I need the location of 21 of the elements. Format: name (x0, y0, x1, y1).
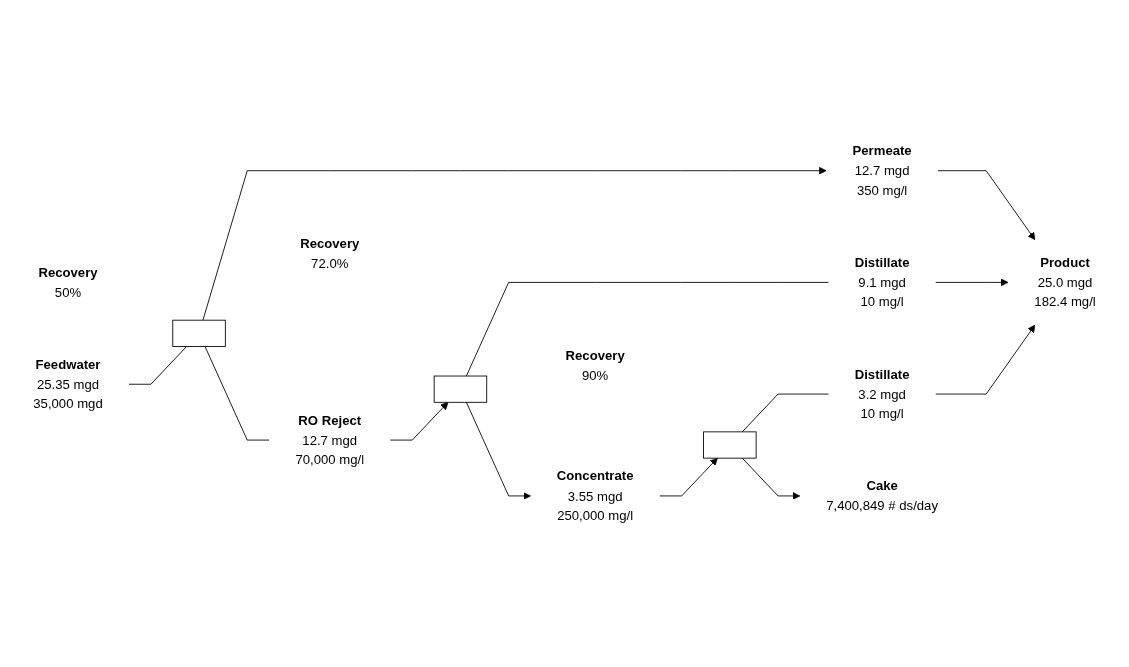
node-text: RO Reject 12.7 mgd 70,000 mg/l (295, 412, 365, 467)
connector (204, 346, 270, 441)
connector (741, 393, 829, 433)
node-text: Permeate 12.7 mgd 350 mg/l (852, 143, 912, 198)
node-label: 90% (581, 367, 609, 383)
node-label: 72.0% (311, 255, 349, 271)
connector (128, 346, 188, 385)
node-label: Recovery (38, 264, 98, 280)
node-text: Concentrate 3.55 mgd 250,000 mg/l (556, 468, 634, 523)
node-box (703, 431, 757, 459)
node-label: 50% (54, 284, 82, 300)
node-label: Recovery (300, 236, 360, 252)
node-text: Feedwater 25.35 mgd 35,000 mgd (33, 356, 103, 411)
node-text: Distillate 3.2 mgd 10 mg/l (854, 366, 910, 421)
node-box (172, 319, 226, 348)
node-text: Cake 7,400,849 # ds/day (826, 478, 938, 513)
node-label: Recovery (565, 347, 625, 363)
node-text: Distillate 9.1 mgd 10 mg/l (854, 254, 910, 310)
connector (465, 282, 829, 377)
node-box (433, 375, 488, 403)
node-text: Product 25.0 mgd 182.4 mg/l (1034, 254, 1096, 310)
